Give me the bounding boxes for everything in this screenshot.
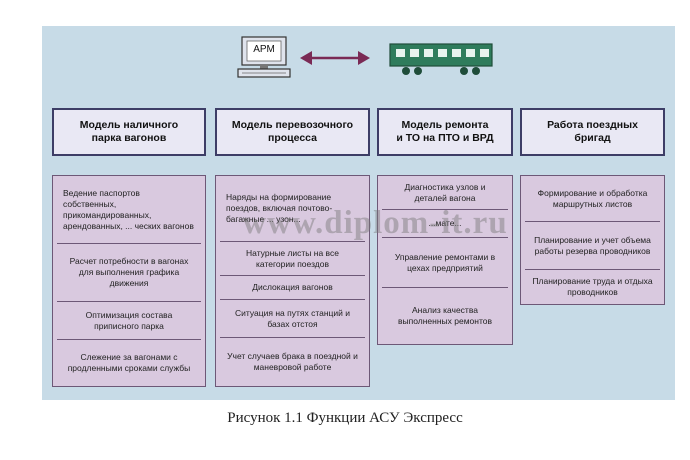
cell-materials: ...мате... xyxy=(382,210,508,238)
cell-fleet-optimization: Оптимизация состава приписного парка xyxy=(57,302,201,340)
cell-car-dislocation: Дислокация вагонов xyxy=(220,276,365,300)
header-transport-process-model: Модель перевозочного процесса xyxy=(215,108,370,156)
cell-train-formation-orders: Наряды на формирование поездов, включая … xyxy=(220,176,365,242)
cell-train-lists: Натурные листы на все категории поездов xyxy=(220,242,365,276)
column-repair: Диагностика узлов и деталей вагона ...ма… xyxy=(377,175,513,345)
cell-car-passports: Ведение паспортов собственных, прикоманд… xyxy=(57,176,201,244)
cell-defect-accounting: Учет случаев брака в поездной и маневров… xyxy=(227,351,358,372)
workstation-icon xyxy=(237,36,291,78)
figure-caption: Рисунок 1.1 Функции АСУ Экспресс xyxy=(227,410,463,426)
cell-extended-service-tracking: Слежение за вагонами с продленными срока… xyxy=(67,352,191,373)
header-car-fleet-model: Модель наличного парка вагонов xyxy=(52,108,206,156)
column-train-crews: Формирование и обработка маршрутных лист… xyxy=(520,175,665,305)
cell-reserve-planning: Планирование и учет объема работы резерв… xyxy=(525,222,660,270)
column-transport-process: Наряды на формирование поездов, включая … xyxy=(215,175,370,387)
railcar-icon xyxy=(389,43,493,75)
cell-track-situation: Ситуация на путях станций и базах отстоя xyxy=(220,300,365,338)
cell-labor-rest-planning: Планирование труда и отдыха проводников xyxy=(532,276,653,297)
header-repair-maintenance-model: Модель ремонта и ТО на ПТО и ВРД xyxy=(377,108,513,156)
double-arrow-icon xyxy=(300,51,370,65)
header-train-crews-work: Работа поездных бригад xyxy=(520,108,665,156)
cell-car-demand: Расчет потребности в вагонах для выполне… xyxy=(57,244,201,302)
cell-diagnostics: Диагностика узлов и деталей вагона xyxy=(382,176,508,210)
cell-repair-management: Управление ремонтами в цехах предприятий xyxy=(382,238,508,288)
column-car-fleet: Ведение паспортов собственных, прикоманд… xyxy=(52,175,206,387)
workstation-label: АРМ xyxy=(253,44,275,55)
cell-route-lists: Формирование и обработка маршрутных лист… xyxy=(525,176,660,222)
cell-repair-quality: Анализ качества выполненных ремонтов xyxy=(397,305,493,326)
